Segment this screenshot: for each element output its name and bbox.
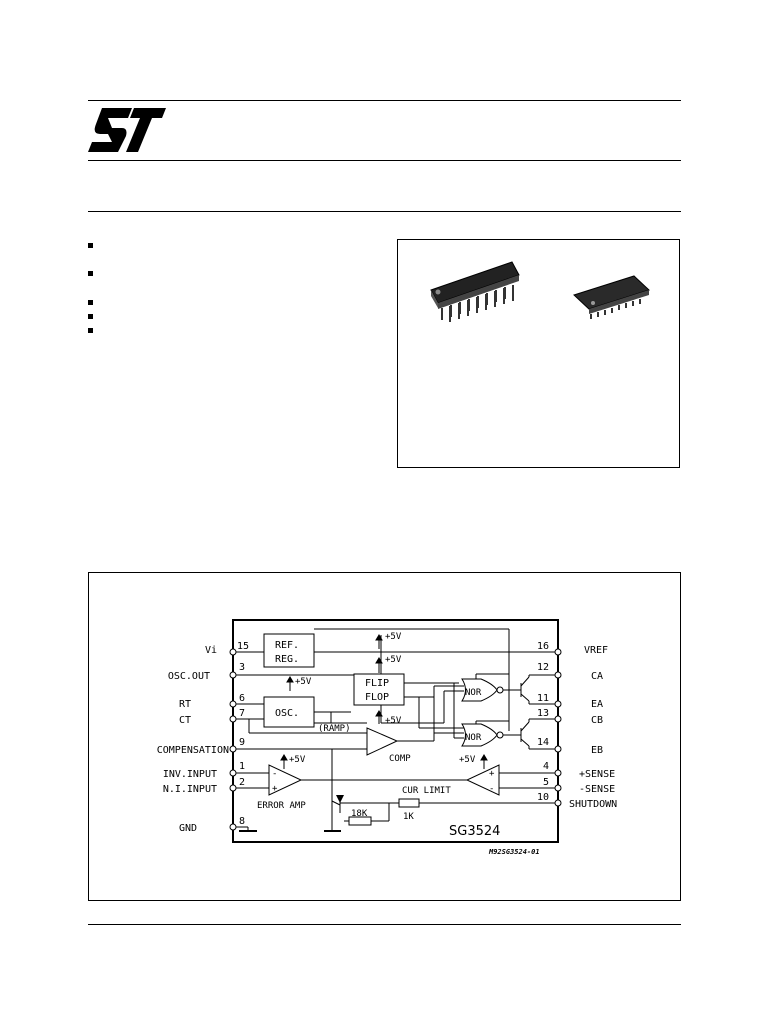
svg-text:+: + xyxy=(489,769,495,779)
plus5v-label: +5V xyxy=(459,755,476,765)
comp-label: COMP xyxy=(389,754,411,764)
pin-circle xyxy=(554,700,562,708)
pin-number: 6 xyxy=(239,693,245,704)
svg-text:+: + xyxy=(272,784,278,794)
footer-rule xyxy=(88,924,681,925)
ic-outline xyxy=(232,619,559,843)
flip-flop-block xyxy=(353,673,405,706)
pin-number: 11 xyxy=(537,693,549,704)
nor-gate-top xyxy=(461,678,498,702)
feature-bullet xyxy=(88,300,93,305)
pin-number: 1 xyxy=(239,761,245,772)
part-number: SG3524 xyxy=(449,824,500,839)
pin-number: 16 xyxy=(537,641,549,652)
feature-bullet xyxy=(88,271,93,276)
pin-circle xyxy=(229,823,237,831)
pin-number: 10 xyxy=(537,792,549,803)
pin-label: COMPENSATION xyxy=(157,745,229,756)
osc-block xyxy=(263,696,315,728)
plus5v-label: +5V xyxy=(289,755,306,765)
pin-circle xyxy=(554,648,562,656)
pin-label: CT xyxy=(179,715,191,726)
pin-number: 4 xyxy=(543,761,549,772)
block-diagram: Vi 15 OSC.OUT 3 RT 6 CT 7 COMPENSATION 9… xyxy=(88,572,681,901)
ref-reg-block xyxy=(263,633,315,668)
pin-number: 5 xyxy=(543,777,549,788)
error-amp-label: ERROR AMP xyxy=(257,801,306,811)
pin-label: EA xyxy=(591,699,603,710)
pin-label: GND xyxy=(179,823,197,834)
pin-circle xyxy=(554,745,562,753)
pin-number: 3 xyxy=(239,662,245,673)
error-amp-triangle xyxy=(268,764,303,796)
pin-label: N.I.INPUT xyxy=(163,784,217,795)
pin-label: CB xyxy=(591,715,603,726)
svg-text:-: - xyxy=(272,769,277,779)
nor-top-label: NOR xyxy=(465,688,482,698)
st-logo xyxy=(88,106,168,160)
pin-label: Vi xyxy=(205,645,217,656)
pin-circle xyxy=(229,671,237,679)
pin-number: 15 xyxy=(237,641,249,652)
pin-label: RT xyxy=(179,699,191,710)
pin-label: CA xyxy=(591,671,603,682)
ramp-label: (RAMP) xyxy=(318,724,351,734)
figure-code: M92SG3524-01 xyxy=(488,848,540,856)
feature-bullet xyxy=(88,243,93,248)
pin-label: EB xyxy=(591,745,603,756)
pin-circle xyxy=(554,671,562,679)
res-1k-label: 1K xyxy=(403,812,414,822)
plus5v-label: +5V xyxy=(295,677,312,687)
nor-gate-bottom xyxy=(461,723,498,747)
pin-circle xyxy=(554,769,562,777)
pin-circle xyxy=(229,769,237,777)
pin-number: 12 xyxy=(537,662,549,673)
flop-label: FLOP xyxy=(365,692,389,703)
pin-circle xyxy=(229,784,237,792)
nor-bottom-label: NOR xyxy=(465,733,482,743)
pin-circle xyxy=(554,784,562,792)
plus5v-label: +5V xyxy=(385,716,402,726)
pin-label: VREF xyxy=(584,645,608,656)
pin-number: 13 xyxy=(537,708,549,719)
cur-limit-label: CUR LIMIT xyxy=(402,786,451,796)
plus5v-label: +5V xyxy=(385,632,402,642)
pin-number: 8 xyxy=(239,816,245,827)
package-box xyxy=(397,239,680,468)
header-top-rule xyxy=(88,100,681,101)
pin-number: 2 xyxy=(239,777,245,788)
pin-circle xyxy=(229,700,237,708)
pin-number: 9 xyxy=(239,737,245,748)
pin-label: INV.INPUT xyxy=(163,769,217,780)
pin-circle xyxy=(229,745,237,753)
feature-bullet xyxy=(88,314,93,319)
so-package-image xyxy=(573,275,650,319)
flip-label: FLIP xyxy=(365,678,389,689)
pin-label: SHUTDOWN xyxy=(569,799,617,810)
pin-number: 7 xyxy=(239,708,245,719)
pin-circle xyxy=(229,648,237,656)
res-18k-label: 18K xyxy=(351,809,368,819)
pin-circle xyxy=(554,799,562,807)
pin-circle xyxy=(229,715,237,723)
pin-label: +SENSE xyxy=(579,769,615,780)
svg-text:-: - xyxy=(489,784,494,794)
cur-limit-triangle xyxy=(465,764,500,796)
pin-label: OSC.OUT xyxy=(168,671,210,682)
ref-label: REF. xyxy=(275,640,299,651)
feature-bullet xyxy=(88,328,93,333)
header-bottom-rule xyxy=(88,160,681,161)
reg-label: REG. xyxy=(275,654,299,665)
plus5v-label: +5V xyxy=(385,655,402,665)
pin-number: 14 xyxy=(537,737,549,748)
dip-package-image xyxy=(430,261,520,322)
pin-label: -SENSE xyxy=(579,784,615,795)
pin-circle xyxy=(554,715,562,723)
title-rule xyxy=(88,211,681,212)
comp-triangle xyxy=(366,727,399,756)
osc-label: OSC. xyxy=(275,708,299,719)
